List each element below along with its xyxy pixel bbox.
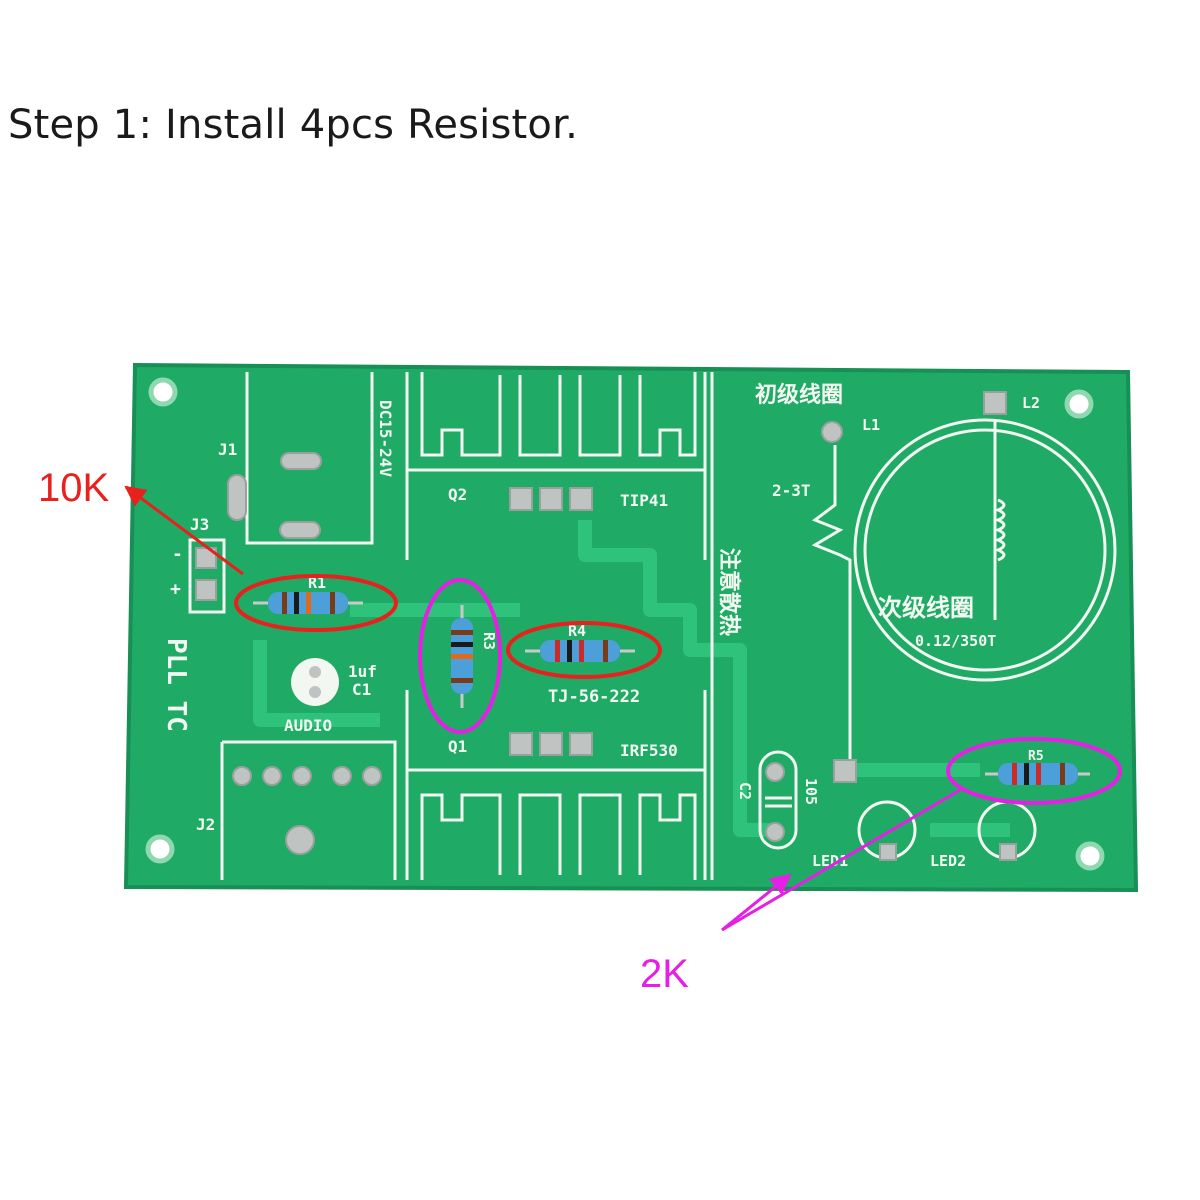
label-r1: R1 xyxy=(308,574,326,592)
label-j2: J2 xyxy=(196,815,215,834)
arrow-10k xyxy=(124,485,244,576)
highlight-r5 xyxy=(946,737,1122,805)
label-turns-primary: 2-3T xyxy=(772,481,811,500)
label-tj: TJ-56-222 xyxy=(548,687,640,707)
label-q2: Q2 xyxy=(448,485,467,504)
label-q1: Q1 xyxy=(448,737,467,756)
label-heatsink-note: 注意散热 xyxy=(716,548,742,636)
label-pll-tc: PLL TC xyxy=(161,638,191,732)
label-r3: R3 xyxy=(480,632,498,650)
label-c2: C2 xyxy=(736,782,754,800)
label-minus: - xyxy=(172,544,183,565)
arrow-2k xyxy=(721,788,961,932)
label-primary-coil: 初级线圈 xyxy=(755,382,843,408)
label-c1-value: 1uf xyxy=(348,662,377,681)
label-r4: R4 xyxy=(568,622,586,640)
step-title: Step 1: Install 4pcs Resistor. xyxy=(8,102,578,148)
highlight-r3 xyxy=(418,578,502,734)
highlight-r4 xyxy=(506,621,662,679)
resistor-r3 xyxy=(451,605,473,708)
label-plus: + xyxy=(170,579,181,600)
callout-10k: 10K xyxy=(38,466,110,510)
label-j3: J3 xyxy=(190,515,209,534)
mounting-holes xyxy=(145,377,1105,871)
resistor-r4 xyxy=(525,640,635,662)
capacitor-c1 xyxy=(291,658,339,706)
highlight-r1 xyxy=(234,574,398,632)
label-j1: J1 xyxy=(218,440,237,459)
copper-traces xyxy=(253,520,1010,837)
label-dc-in: DC15-24V xyxy=(376,400,395,477)
label-c1: C1 xyxy=(352,680,371,699)
label-secondary-coil: 次级线圈 xyxy=(878,594,974,622)
label-led1: LED1 xyxy=(812,852,848,870)
label-audio: AUDIO xyxy=(284,716,332,735)
resistor-r5 xyxy=(985,763,1090,785)
label-tip41: TIP41 xyxy=(620,491,668,510)
label-l1: L1 xyxy=(862,416,880,434)
label-led2: LED2 xyxy=(930,852,966,870)
label-secondary-spec: 0.12/350T xyxy=(915,632,996,650)
callout-2k: 2K xyxy=(640,952,689,996)
label-c2-value: 105 xyxy=(802,778,820,805)
label-l2: L2 xyxy=(1022,394,1040,412)
solder-pads xyxy=(195,391,1017,861)
resistor-r1 xyxy=(253,592,363,614)
label-irf530: IRF530 xyxy=(620,741,678,760)
label-r5: R5 xyxy=(1028,749,1044,764)
silkscreen-outlines xyxy=(188,372,1117,880)
arrow-2k-head xyxy=(721,873,792,932)
